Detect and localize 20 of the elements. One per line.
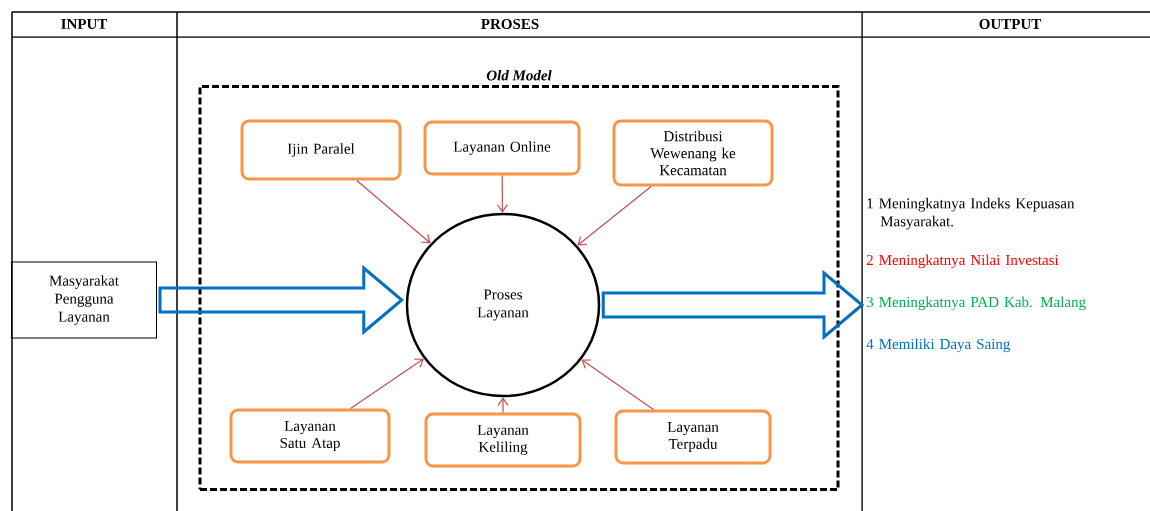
arrow <box>496 174 508 213</box>
column-header: OUTPUT <box>979 18 1042 30</box>
rounded-box: Distribusi Wewenang ke Kecamatan <box>612 119 774 187</box>
block-arrow <box>158 264 405 336</box>
output-list: 1 Meningkatnya Indeks Kepuasan Masyarakat. 2 Meningkatnya Nilai Investasi 3 Meningkatnya PAD Kab. Malang 4 Memiliki Daya Saing <box>866 197 1086 353</box>
rounded-box: Layanan Terpadu <box>614 409 772 465</box>
arrow <box>497 397 509 414</box>
rounded-box: Layanan Keliling <box>424 412 582 468</box>
arrow <box>349 358 424 410</box>
arrow <box>577 185 652 246</box>
rounded-box: Ijin Paralel <box>240 119 402 181</box>
node-label: Old Model <box>486 69 552 81</box>
column-header: INPUT <box>61 19 108 29</box>
arrow <box>356 179 431 244</box>
block-arrow <box>601 269 865 341</box>
rounded-box: Layanan Online <box>423 120 581 176</box>
rounded-box: Layanan Satu Atap <box>229 408 391 464</box>
input-box: Masyarakat Pengguna Layanan <box>11 261 157 339</box>
arrow <box>581 359 655 411</box>
column-header: PROSES <box>481 18 539 30</box>
